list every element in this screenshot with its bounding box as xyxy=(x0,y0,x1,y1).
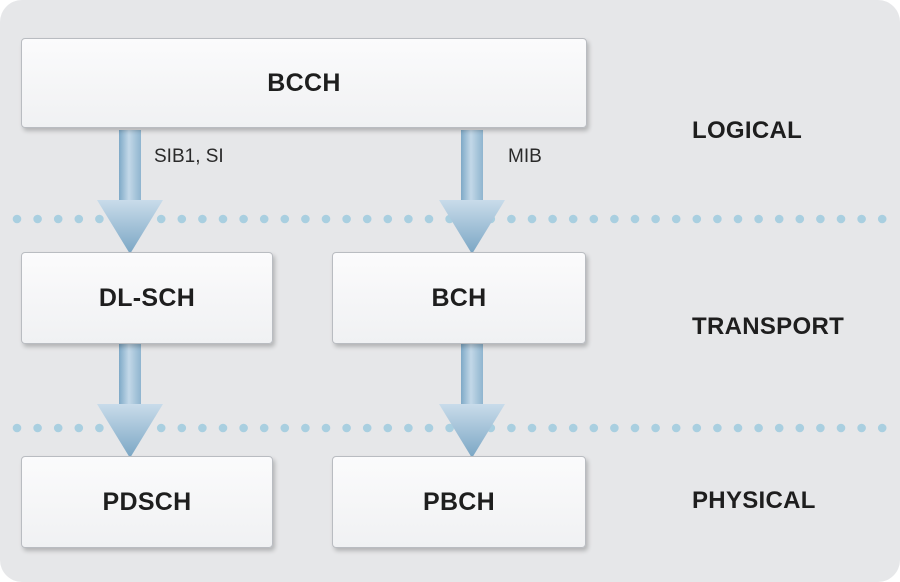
separator-dot xyxy=(424,214,434,224)
separator-dot xyxy=(671,214,681,224)
separator-dot xyxy=(424,423,434,433)
separator-dot xyxy=(733,214,743,224)
separator-dot xyxy=(342,214,351,224)
separator-dot xyxy=(12,214,22,224)
separator-dot xyxy=(857,423,866,433)
separator-dot xyxy=(568,423,578,433)
separator-dot xyxy=(342,423,351,433)
separator-dot xyxy=(301,214,310,224)
layer-label-logical: LOGICAL xyxy=(692,117,803,144)
separator-dot xyxy=(259,214,269,224)
separator-dot xyxy=(321,214,331,224)
separator-dot xyxy=(857,214,866,224)
separator-dot xyxy=(362,423,372,433)
arrow-label-sib1-si: SIB1, SI xyxy=(154,146,224,167)
separator-dot xyxy=(816,214,825,224)
separator-dot xyxy=(301,423,310,433)
channel-pdsch: PDSCH xyxy=(21,456,273,548)
separator-dot xyxy=(218,214,228,224)
separator-dot xyxy=(651,214,660,224)
separator-dot xyxy=(527,214,537,224)
separator-dot xyxy=(383,214,393,224)
channel-bcch: BCCH xyxy=(21,38,587,128)
separator-dot xyxy=(12,423,22,433)
separator-dot xyxy=(692,214,702,224)
arrow-label-mib: MIB xyxy=(508,146,542,167)
channel-bch: BCH xyxy=(332,252,586,344)
separator-dot xyxy=(589,214,599,224)
separator-dot xyxy=(259,423,269,433)
separator-dot xyxy=(239,214,248,224)
arrow-dlsch-to-pdsch xyxy=(97,344,163,458)
channel-pbch: PBCH xyxy=(332,456,586,548)
separator-dot xyxy=(53,423,63,433)
separator-dot xyxy=(156,214,166,224)
separator-dot xyxy=(692,423,702,433)
layer-label-transport: TRANSPORT xyxy=(692,313,845,340)
separator-dot xyxy=(239,423,248,433)
separator-dot xyxy=(630,214,640,224)
separator-dot xyxy=(816,423,825,433)
channel-dlsch-label: DL-SCH xyxy=(98,283,196,312)
separator-dot xyxy=(218,423,228,433)
arrow-bch-to-pbch xyxy=(439,344,505,458)
separator-dot xyxy=(610,214,619,224)
separator-dot xyxy=(198,423,207,433)
separator-dot xyxy=(610,423,619,433)
separator-dot xyxy=(630,423,640,433)
channel-pbch-label: PBCH xyxy=(422,487,496,516)
separator-dot xyxy=(733,423,743,433)
separator-dot xyxy=(568,214,578,224)
separator-dot xyxy=(713,214,722,224)
separator-dot xyxy=(280,214,290,224)
separator-dot xyxy=(836,423,846,433)
separator-dot xyxy=(671,423,681,433)
separator-dot xyxy=(95,423,104,433)
separator-dot xyxy=(156,423,166,433)
separator-dot xyxy=(651,423,660,433)
separator-dot xyxy=(589,423,599,433)
separator-dot xyxy=(713,423,722,433)
separator-dot xyxy=(74,423,84,433)
separator-dot xyxy=(877,423,887,433)
separator-dot xyxy=(53,214,63,224)
separator-dot xyxy=(836,214,846,224)
separator-dot xyxy=(362,214,372,224)
separator-dot xyxy=(74,214,84,224)
channel-pdsch-label: PDSCH xyxy=(102,487,192,516)
separator-dot xyxy=(774,423,784,433)
separator-dot xyxy=(754,214,763,224)
arrow-bcch-to-dlsch xyxy=(97,130,163,254)
layer-label-physical: PHYSICAL xyxy=(692,487,816,514)
separator-dot xyxy=(177,214,187,224)
separator-dot xyxy=(321,423,331,433)
separator-dot xyxy=(404,214,413,224)
separator-dot xyxy=(774,214,784,224)
separator-dot xyxy=(507,214,516,224)
separator-dot xyxy=(507,423,516,433)
separator-dot xyxy=(877,214,887,224)
channel-bcch-label: BCCH xyxy=(267,68,341,97)
separator-dot xyxy=(33,423,42,433)
separator-dot xyxy=(404,423,413,433)
separator-dot xyxy=(527,423,537,433)
separator-dot xyxy=(795,423,805,433)
layer-separator-transport-physical xyxy=(12,423,887,433)
separator-dot xyxy=(95,214,104,224)
separator-dot xyxy=(33,214,42,224)
separator-dot xyxy=(754,423,763,433)
arrow-bcch-to-bch xyxy=(439,130,505,254)
separator-dot xyxy=(795,214,805,224)
separator-dot xyxy=(445,423,454,433)
separator-dot xyxy=(198,214,207,224)
channel-dlsch: DL-SCH xyxy=(21,252,273,344)
separator-dot xyxy=(548,214,557,224)
channel-bch-label: BCH xyxy=(431,283,487,312)
separator-dot xyxy=(177,423,187,433)
separator-dot xyxy=(280,423,290,433)
separator-dot xyxy=(383,423,393,433)
separator-dot xyxy=(548,423,557,433)
